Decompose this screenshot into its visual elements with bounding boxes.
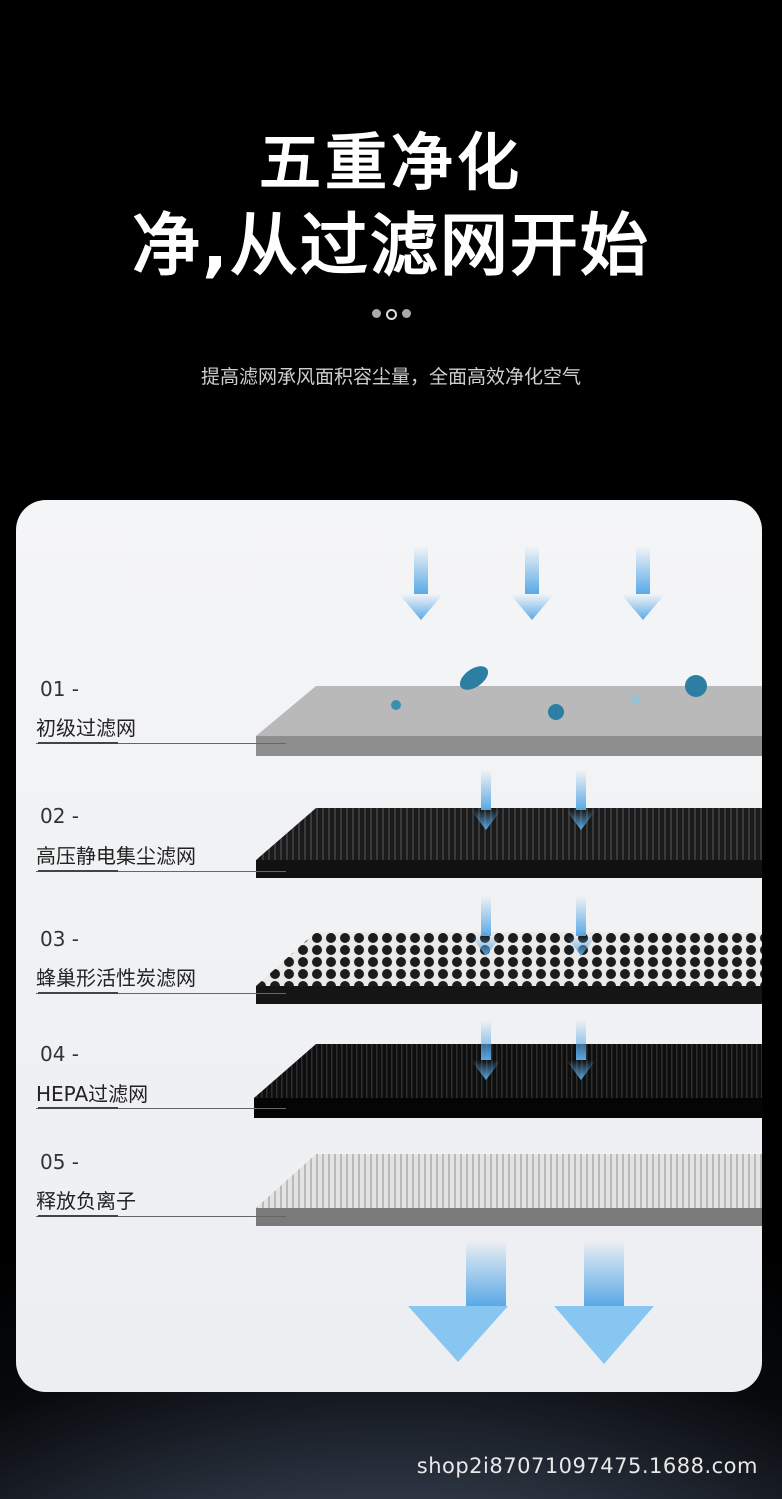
layer-name: 蜂巢形活性炭滤网 [36, 966, 196, 990]
arrow-down-icon [510, 546, 554, 620]
layer-number: 03 - [40, 927, 80, 951]
dot-icon [401, 309, 411, 318]
layer-number: 04 - [40, 1042, 80, 1066]
subtitle: 提高滤网承风面积容尘量，全面高效净化空气 [200, 366, 581, 388]
layer-divider [36, 1216, 286, 1217]
arrow-down-icon [399, 546, 443, 620]
ring-dot-icon [385, 309, 397, 320]
plate-electrostatic-filter [256, 808, 762, 878]
layer-divider [36, 1108, 286, 1109]
layer-number: 02 - [40, 804, 80, 828]
dot-icon [371, 309, 381, 318]
layer-number: 05 - [40, 1150, 80, 1174]
layer-name: HEPA过滤网 [36, 1082, 149, 1106]
plate-honeycomb-filter [256, 932, 762, 1004]
layer-divider [36, 993, 286, 994]
headline-line1: 五重净化 [258, 126, 523, 199]
layer-name: 释放负离子 [36, 1189, 136, 1213]
layer-divider-accent [38, 992, 118, 994]
plate-primary-filter [256, 666, 762, 756]
layer-divider-accent [38, 1107, 118, 1109]
plate-hepa-filter [254, 1044, 762, 1118]
layer-name: 初级过滤网 [36, 716, 136, 740]
layer-divider [36, 871, 286, 872]
filter-layers-panel: 01 - 初级过滤网 02 - 高压静电集尘滤网 03 - 蜂巢形活性炭滤网 0… [16, 500, 762, 1392]
shop-watermark: shop2i87071097475.1688.com [416, 1454, 758, 1478]
layer-divider-accent [38, 1215, 118, 1217]
layer-divider-accent [38, 870, 118, 872]
layer-divider [36, 743, 286, 744]
headline-line2: 净,从过滤网开始 [132, 207, 650, 286]
layer-divider-accent [38, 742, 118, 744]
layer-number: 01 - [40, 677, 80, 701]
plate-anion-layer [256, 1154, 762, 1226]
arrow-down-icon [408, 1240, 508, 1362]
arrow-down-icon [554, 1240, 654, 1364]
layer-name: 高压静电集尘滤网 [36, 844, 196, 868]
decorative-dots [0, 309, 782, 320]
arrow-down-icon [621, 546, 665, 620]
